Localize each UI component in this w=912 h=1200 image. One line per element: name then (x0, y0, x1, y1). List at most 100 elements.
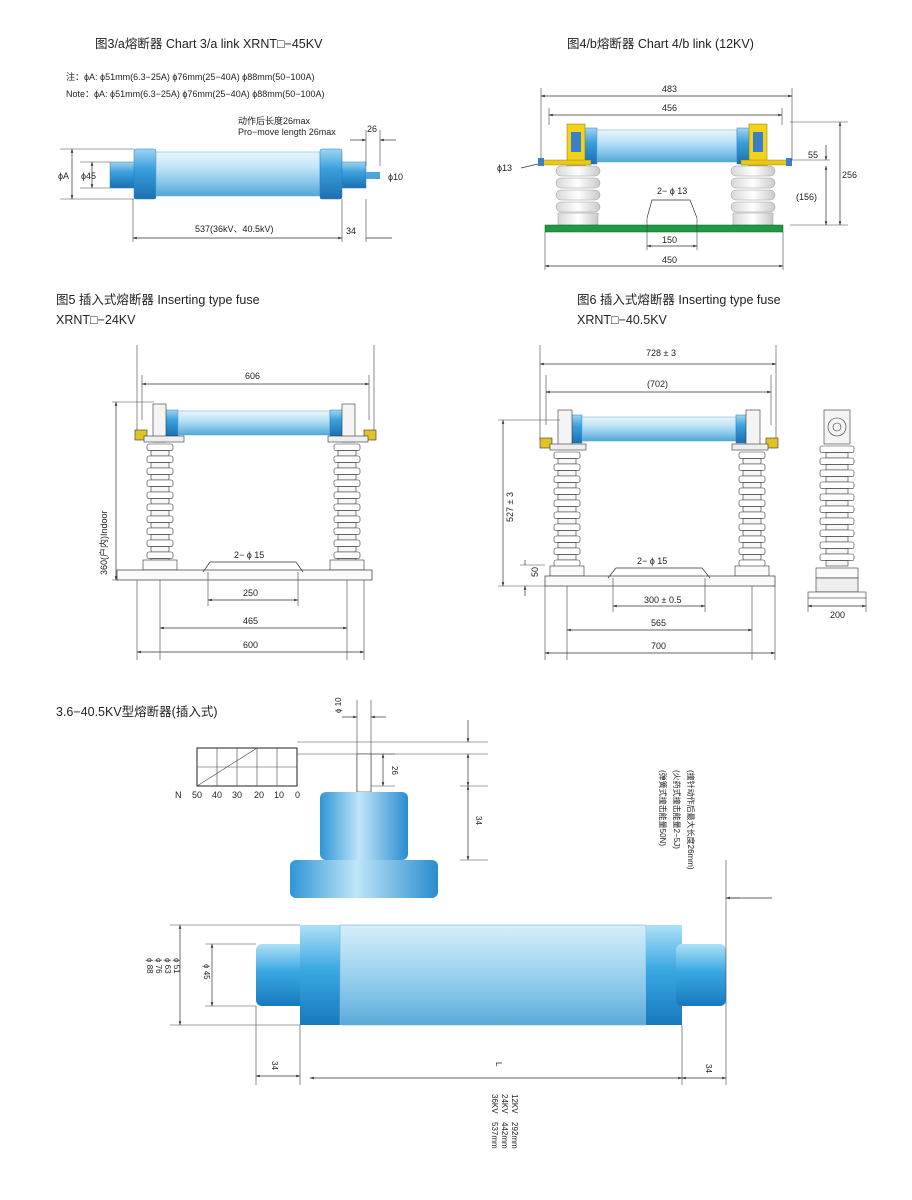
section-note2: (火药式撞击能量2−5J) (672, 770, 682, 849)
chart3-move-cn: 动作后长度26max (238, 115, 311, 126)
fig6-dim-200: 200 (830, 610, 845, 620)
chart3-left-end (109, 161, 137, 189)
section-note1: (撞针动作后最大长度26mm) (686, 770, 696, 870)
chart3-left-cap (133, 148, 157, 200)
fig5-section: 图5 插入式熔断器 Inserting type fuse XRNT□−24KV… (56, 292, 377, 660)
fig6-section: 图6 插入式熔断器 Inserting type fuse XRNT□−40.5… (498, 292, 867, 660)
length-row-36kv-kv: 36KV (490, 1094, 499, 1114)
scale-label-0: 0 (295, 790, 300, 800)
fig5-dim-250: 250 (243, 588, 258, 598)
striker-pin (356, 753, 372, 793)
section-dim-26: 26 (390, 766, 399, 775)
chart4-dim-483: 483 (662, 84, 677, 94)
fig6-right-contact (745, 409, 761, 449)
chart4-dim-450: 450 (662, 255, 677, 265)
chart3-dim-length: 537(36kV、40.5kV) (195, 224, 274, 234)
scale-label-N: N (175, 790, 182, 800)
section-dia-76: ϕ 76 (154, 958, 163, 974)
scale-grid (196, 741, 488, 787)
chart3-dim-phi10: ϕ10 (388, 172, 403, 182)
chart3-dim-26: 26 (367, 124, 377, 134)
length-row-12kv-len: 292mm (510, 1122, 519, 1149)
length-row-24kv-kv: 24KV (500, 1094, 509, 1114)
fig5-dim-600: 600 (243, 640, 258, 650)
section-dia-51: ϕ 51 (172, 958, 181, 974)
chart3-right-end (341, 161, 367, 189)
scale-label-40: 40 (212, 790, 222, 800)
fig5-title-line2: XRNT□−24KV (56, 313, 136, 327)
fig6-dim-728: 728 ± 3 (646, 348, 676, 358)
chart4-dim-256: 256 (842, 170, 857, 180)
fig6-side-view (807, 409, 867, 599)
fig5-left-insulator (142, 443, 178, 571)
chart4-base-plate (544, 224, 784, 233)
chart3-section: 图3/a熔断器 Chart 3/a link XRNT□−45KV 注：ϕA: … (58, 36, 403, 242)
chart3-note-en: Note：ϕA: ϕ51mm(6.3−25A) ϕ76mm(25−40A) ϕ8… (66, 89, 325, 99)
chart3-right-cap (319, 148, 343, 200)
section-dim-L: L (494, 1062, 503, 1067)
fig6-dim-702: (702) (647, 379, 668, 389)
chart4-tube (596, 129, 738, 163)
section-dim-34-left: 34 (270, 1061, 279, 1070)
fig6-left-insulator (549, 451, 585, 577)
fig5-dim-height: 360(户内)Indoor (98, 510, 109, 575)
fig6-title-line2: XRNT□−40.5KV (577, 313, 668, 327)
section-dia-88: ϕ 88 (145, 958, 154, 974)
chart3-title: 图3/a熔断器 Chart 3/a link XRNT□−45KV (95, 36, 323, 51)
scale-label-50: 50 (192, 790, 202, 800)
fig5-dim-606: 606 (245, 371, 260, 381)
section-dim-phi45: ϕ 45 (202, 964, 211, 980)
scale-label-20: 20 (254, 790, 264, 800)
chart4-dim-456: 456 (662, 103, 677, 113)
chart4-dim-phi13: ϕ13 (497, 163, 512, 173)
fuse-head-lower (290, 860, 438, 898)
chart4-left-terminal (538, 158, 544, 166)
length-row-24kv-len: 442mm (500, 1122, 509, 1149)
section-fuse-detail: 3.6−40.5KV型熔断器(插入式) N 50 40 30 20 10 0 ϕ… (56, 697, 772, 1149)
fig5-title-line1: 图5 插入式熔断器 Inserting type fuse (56, 292, 260, 307)
chart4-right-terminal (786, 158, 792, 166)
fig5-dim-holes: 2− ϕ 15 (234, 550, 264, 560)
fig6-base-plate (544, 575, 776, 587)
chart3-move-en: Pro−move length 26max (238, 127, 336, 137)
fuse-head-upper (320, 792, 408, 860)
fig5-base-plate (116, 569, 373, 581)
length-row-12kv-kv: 12KV (510, 1094, 519, 1114)
big-fuse-right-end (676, 944, 726, 1006)
fig6-title-line1: 图6 插入式熔断器 Inserting type fuse (577, 292, 781, 307)
chart4-section: 图4/b熔断器 Chart 4/b link (12KV) 483 456 ϕ1… (497, 36, 857, 270)
chart4-dim-holes: 2− ϕ 13 (657, 186, 687, 196)
chart3-dim-34: 34 (346, 226, 356, 236)
fig6-dim-565: 565 (651, 618, 666, 628)
fig6-right-insulator (734, 451, 770, 577)
section-dim-34: 34 (474, 816, 483, 825)
fig6-dim-50: 50 (530, 567, 540, 577)
fig6-dim-holes: 2− ϕ 15 (637, 556, 667, 566)
chart4-title: 图4/b熔断器 Chart 4/b link (12KV) (567, 36, 754, 51)
chart3-tube (155, 151, 321, 197)
section-title: 3.6−40.5KV型熔断器(插入式) (56, 704, 218, 719)
big-fuse-left-end (256, 944, 306, 1006)
big-fuse-tube (339, 924, 647, 1026)
fig5-dim-465: 465 (243, 616, 258, 626)
chart3-striker-pin (366, 172, 380, 179)
section-dia-63: ϕ 63 (163, 958, 172, 974)
section-dim-34-right: 34 (704, 1064, 713, 1073)
chart3-dim-phiA: ϕA (58, 171, 69, 181)
big-fuse-left-cap (300, 925, 340, 1025)
fig5-right-insulator (329, 443, 365, 571)
chart3-dim-phi45: ϕ45 (81, 171, 96, 181)
fig6-dim-700: 700 (651, 641, 666, 651)
scale-label-10: 10 (274, 790, 284, 800)
section-dim-phi10: ϕ 10 (334, 697, 343, 713)
fig5-tube (177, 410, 331, 436)
fig6-dim-300: 300 ± 0.5 (644, 595, 681, 605)
fig6-left-contact (557, 409, 573, 449)
chart4-right-insulator (730, 165, 776, 226)
fig6-dim-527: 527 ± 3 (505, 492, 515, 522)
chart4-dim-55: 55 (808, 150, 818, 160)
fig6-tube (581, 416, 737, 442)
chart4-left-insulator (555, 165, 601, 226)
length-row-36kv-len: 537mm (490, 1122, 499, 1149)
